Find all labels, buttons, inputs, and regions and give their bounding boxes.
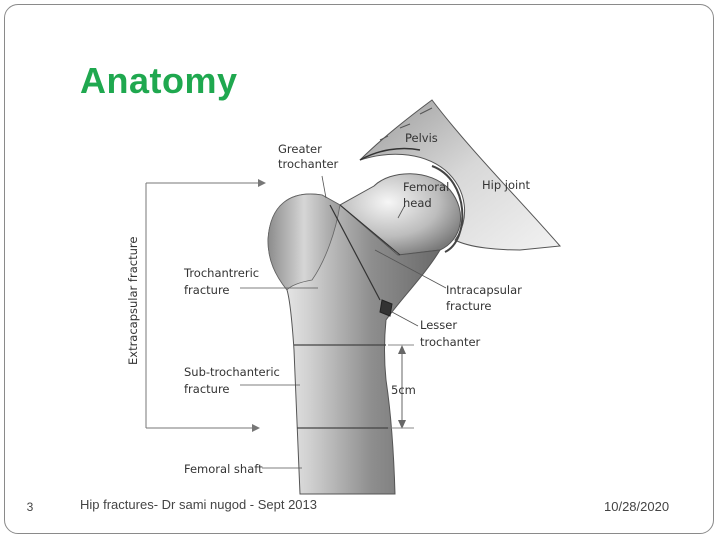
- label-intracapsular-fracture: Intracapsular: [446, 283, 522, 297]
- hip-joint-capsule: [431, 165, 464, 253]
- lesser-trochanter: [379, 299, 393, 317]
- hip-joint-tick: [419, 107, 433, 115]
- label-hip-joint: Hip joint: [482, 178, 531, 192]
- leader-femoral-head: [397, 204, 406, 219]
- arrow-head: [252, 424, 260, 432]
- label-trochanteric-fracture: Trochantreric: [183, 266, 259, 280]
- label-5cm: 5cm: [391, 383, 416, 397]
- arrow-head: [398, 420, 406, 429]
- label-subtrochanteric-fracture: Sub-trochanteric: [184, 365, 280, 379]
- neck-line: [339, 204, 401, 256]
- label-lesser-trochanter: Lesser: [420, 318, 457, 332]
- label-intracapsular-fracture: fracture: [446, 299, 492, 313]
- leader-lesser-trochanter: [391, 311, 419, 327]
- label-femoral-head: Femoral: [403, 180, 449, 194]
- label-greater-trochanter: trochanter: [278, 157, 339, 171]
- label-subtrochanteric-fracture: fracture: [184, 382, 230, 396]
- hip-joint-tick: [399, 123, 411, 129]
- pelvis-bone: [359, 99, 562, 251]
- footer-date: 10/28/2020: [604, 499, 670, 514]
- label-greater-trochanter: Greater: [278, 142, 322, 156]
- slide-number: 3: [26, 500, 34, 514]
- label-pelvis: Pelvis: [405, 131, 438, 145]
- arrow-head: [398, 345, 406, 354]
- hip-joint-tick: [379, 135, 389, 141]
- footer-text: Hip fractures- Dr sami nugod - Sept 2013: [80, 497, 317, 512]
- intertrochanteric-line: [329, 204, 381, 301]
- greater-trochanter: [267, 193, 341, 291]
- pelvis-edge: [359, 147, 421, 161]
- arrow-head: [258, 179, 266, 187]
- label-lesser-trochanter: trochanter: [420, 335, 481, 349]
- label-femoral-head: head: [403, 196, 432, 210]
- label-trochanteric-fracture: fracture: [184, 283, 230, 297]
- slide-frame: [4, 4, 714, 534]
- leader-greater-trochanter: [321, 175, 327, 199]
- label-extracapsular-fracture: Extracapsular fracture: [126, 237, 140, 365]
- label-femoral-shaft: Femoral shaft: [184, 462, 263, 476]
- slide-title: Anatomy: [80, 60, 238, 101]
- leader-intracapsular: [374, 249, 447, 289]
- slide-number-badge: [18, 496, 42, 520]
